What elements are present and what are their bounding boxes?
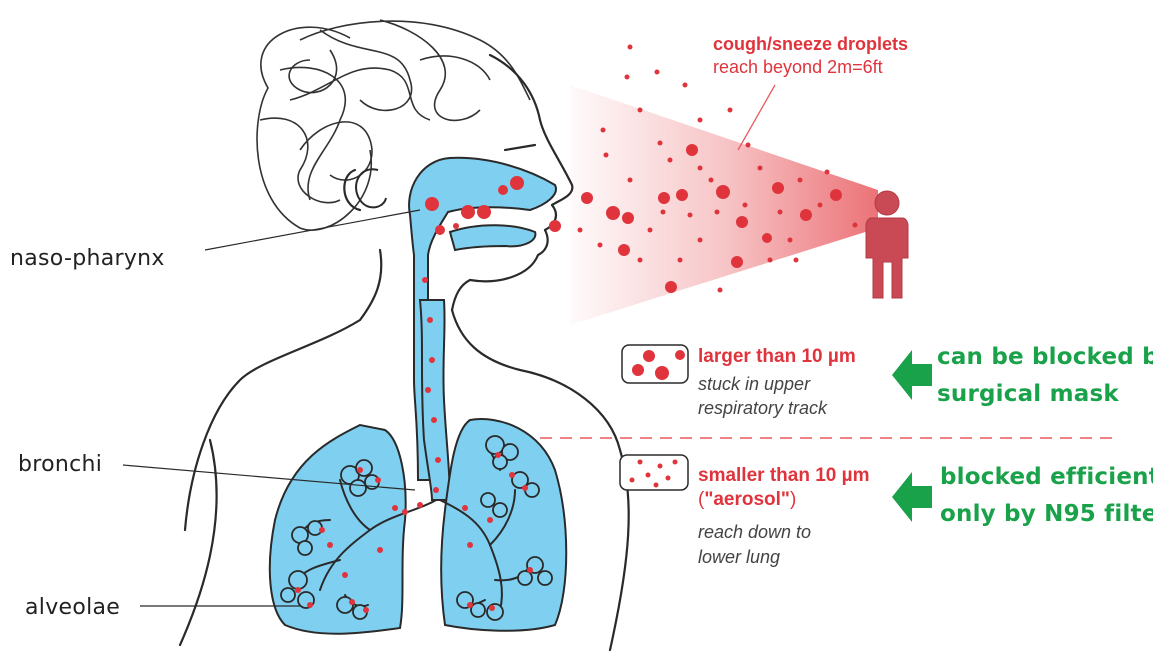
small-particle-note-1: reach down to bbox=[698, 520, 811, 544]
label-bronchi: bronchi bbox=[18, 452, 102, 477]
n95-verdict-2: only by N95 filter bbox=[940, 497, 1153, 531]
droplets-title: cough/sneeze droplets bbox=[713, 34, 908, 55]
large-particle-note-2: respiratory track bbox=[698, 396, 827, 420]
surgical-mask-verdict-1: can be blocked by bbox=[937, 340, 1153, 374]
droplets-subtitle: reach beyond 2m=6ft bbox=[713, 57, 883, 78]
label-naso-pharynx: naso-pharynx bbox=[10, 246, 165, 271]
surgical-mask-verdict-2: surgical mask bbox=[937, 377, 1119, 411]
green-arrow-icon bbox=[892, 472, 932, 522]
large-particle-note-1: stuck in upper bbox=[698, 372, 810, 396]
small-particle-box bbox=[620, 455, 688, 490]
aerosol-label: ("aerosol") bbox=[698, 489, 796, 511]
aerosol-word: "aerosol" bbox=[704, 489, 790, 510]
green-arrow-icon bbox=[892, 350, 932, 400]
small-particle-note-2: lower lung bbox=[698, 545, 780, 569]
aerosol-paren-close: ) bbox=[790, 489, 796, 510]
large-particle-box bbox=[622, 345, 688, 383]
label-alveolae: alveolae bbox=[25, 595, 120, 620]
mouth-cavity bbox=[450, 225, 535, 250]
droplets-leader-line bbox=[738, 85, 775, 150]
droplet-spray-cone bbox=[570, 85, 878, 325]
small-particle-size: smaller than 10 µm bbox=[698, 465, 869, 487]
n95-verdict-1: blocked efficiently bbox=[940, 460, 1153, 494]
large-particle-size: larger than 10 µm bbox=[698, 346, 856, 368]
